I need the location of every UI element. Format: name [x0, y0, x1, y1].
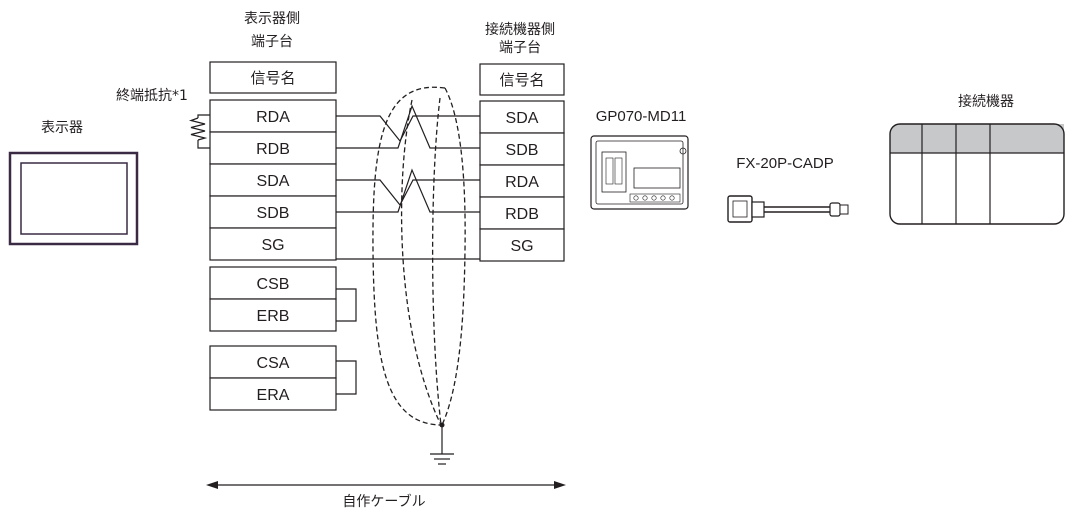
display-signal-sg: SG	[261, 237, 284, 254]
device-terminal-header: 信号名	[499, 71, 544, 89]
display-label: 表示器	[41, 120, 83, 136]
display-side-heading-line2: 端子台	[251, 34, 293, 50]
display-signal-csa: CSA	[257, 355, 290, 372]
device-signal-rdb: RDB	[505, 206, 539, 223]
resistor-icon	[188, 114, 210, 149]
display-icon	[8, 151, 139, 246]
cable-span-arrow	[206, 481, 566, 489]
cable-shield	[372, 86, 466, 426]
display-signal-era: ERA	[257, 387, 290, 404]
display-signal-sdb: SDB	[257, 205, 290, 222]
twisted-pair-2	[336, 168, 480, 213]
device-side-heading-line2: 端子台	[499, 40, 541, 56]
jumper-csb-erb	[336, 288, 357, 322]
cable-model-label: FX-20P-CADP	[736, 155, 834, 172]
jumper-csa-era	[336, 360, 357, 395]
device-signal-rda: RDA	[505, 174, 539, 191]
terminator-label: 終端抵抗*1	[116, 88, 188, 104]
twisted-pair-1	[336, 104, 480, 149]
cable-icon	[727, 195, 849, 223]
ground-icon	[430, 422, 454, 465]
device-icon	[889, 123, 1065, 225]
connected-device-label: 接続機器	[958, 93, 1014, 110]
display-signal-rda: RDA	[256, 109, 290, 126]
device-terminal-block: 信号名 SDA SDB RDA RDB SG	[479, 63, 565, 262]
display-signal-erb: ERB	[257, 308, 290, 325]
device-side-heading-line1: 接続機器側	[485, 21, 555, 38]
display-signal-rdb: RDB	[256, 141, 290, 158]
adapter-model-label: GP070-MD11	[596, 108, 687, 125]
adapter-icon	[590, 135, 689, 210]
device-signal-sg: SG	[510, 238, 533, 255]
display-signal-sda: SDA	[257, 173, 290, 190]
custom-cable-label: 自作ケーブル	[342, 493, 425, 510]
display-terminal-header: 信号名	[250, 69, 295, 87]
device-signal-sda: SDA	[506, 110, 539, 127]
display-terminal-block: 信号名 RDA RDB SDA SDB SG CSB ERB CSA ERA	[209, 61, 337, 411]
display-signal-csb: CSB	[257, 276, 290, 293]
device-signal-sdb: SDB	[506, 142, 539, 159]
display-side-heading-line1: 表示器側	[244, 11, 300, 27]
